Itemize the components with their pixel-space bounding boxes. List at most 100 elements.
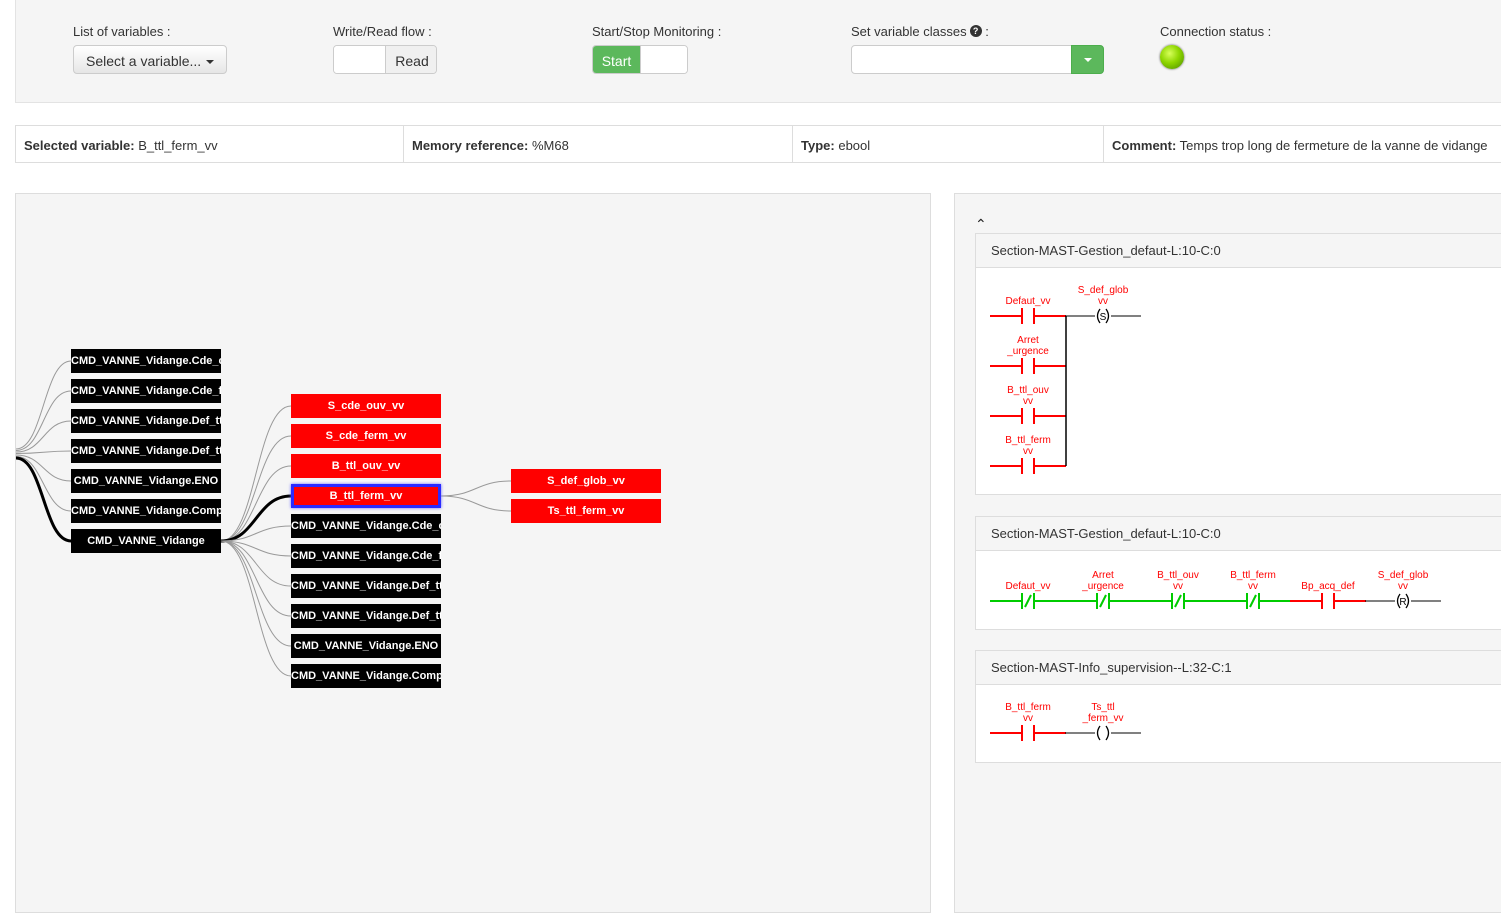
graph-node[interactable]: CMD_VANNE_Vidange.Cde_o (291, 514, 441, 538)
graph-link (220, 465, 292, 542)
graph-node[interactable]: CMD_VANNE_Vidange.Cde_o (71, 349, 221, 373)
monitoring-toggle[interactable]: Start (592, 45, 688, 74)
contact-icon (1099, 594, 1107, 608)
monitoring-label: Start/Stop Monitoring : (592, 24, 722, 39)
caret-down-icon (206, 60, 215, 65)
graph-node-selected[interactable]: B_ttl_ferm_vv (291, 484, 441, 508)
ladder-label: Arret (1017, 335, 1039, 346)
comment-label: Comment: (1112, 138, 1177, 153)
flow-toggle[interactable]: Read (333, 45, 437, 74)
graph-link (440, 480, 512, 497)
selected-label: Selected variable: (24, 138, 135, 153)
graph-link (16, 456, 72, 543)
graph-node[interactable]: CMD_VANNE_Vidange.Cde_fe (71, 379, 221, 403)
coil-icon (1105, 725, 1110, 741)
contact-icon (1174, 594, 1182, 608)
graph-link (220, 405, 292, 542)
classes-colon: : (985, 24, 989, 39)
ladder-label: vv (1398, 581, 1408, 592)
section-title: Section-MAST-Gestion_defaut-L:10-C:0 (976, 517, 1501, 551)
variable-select-label: Select a variable... (86, 53, 202, 69)
flow-label: Write/Read flow : (333, 24, 432, 39)
ladder-label: vv (1248, 581, 1258, 592)
graph-link (220, 540, 292, 677)
graph-node[interactable]: CMD_VANNE_Vidange.Compt (71, 499, 221, 523)
selected-value: B_ttl_ferm_vv (138, 138, 218, 153)
graph-link (16, 420, 72, 453)
toggle-knob (334, 46, 386, 73)
graph-link (220, 525, 292, 542)
monitoring-value: Start (593, 46, 640, 73)
graph-node[interactable]: CMD_VANNE_Vidange.Def_ttl (291, 574, 441, 598)
memory-label: Memory reference: (412, 138, 529, 153)
ladder-label: Ts_ttl (1091, 702, 1114, 713)
graph-links (16, 360, 512, 677)
ladder-label: Defaut_vv (1005, 296, 1050, 307)
variables-label: List of variables : (73, 24, 171, 39)
info-type: Type: ebool (793, 126, 1104, 162)
graph-node[interactable]: CMD_VANNE_Vidange.Cde_fe (291, 544, 441, 568)
coil-icon (1096, 725, 1101, 741)
graph-link (220, 435, 292, 542)
ladder-label: vv (1173, 581, 1183, 592)
coil-icon (1105, 308, 1110, 324)
ladder-label: vv (1023, 396, 1033, 407)
graph-link (440, 495, 512, 512)
graph-node[interactable]: CMD_VANNE_Vidange.ENO (291, 634, 441, 658)
connection-label: Connection status : (1160, 24, 1272, 39)
ladder-label: _urgence (1081, 581, 1124, 592)
collapse-icon[interactable]: ⌃ (975, 216, 987, 232)
graph-node[interactable]: S_cde_ouv_vv (291, 394, 441, 418)
graph-link (220, 494, 292, 543)
graph-link (16, 360, 72, 450)
graph-link (220, 540, 292, 557)
section-title: Section-MAST-Gestion_defaut-L:10-C:0 (976, 234, 1501, 268)
ladder-section-3: Section-MAST-Info_supervision--L:32-C:1 … (975, 650, 1501, 763)
graph-node[interactable]: CMD_VANNE_Vidange (71, 529, 221, 553)
coil-letter: R (1399, 597, 1406, 608)
classes-label: Set variable classes (851, 24, 967, 39)
graph-node[interactable]: CMD_VANNE_Vidange.Def_ttl (71, 439, 221, 463)
classes-label-wrap: Set variable classes? : (851, 24, 989, 39)
flow-value: Read (386, 46, 436, 73)
graph-node[interactable]: CMD_VANNE_Vidange.Def_ttl (291, 604, 441, 628)
ladder-label: Bp_acq_def (1301, 581, 1355, 592)
ladder-label: _urgence (1006, 346, 1049, 357)
info-comment: Comment: Temps trop long de fermeture de… (1104, 126, 1501, 162)
graph-node[interactable]: CMD_VANNE_Vidange.Def_ttl (71, 409, 221, 433)
control-panel (15, 0, 1501, 103)
graph-node[interactable]: CMD_VANNE_Vidange.Compt (291, 664, 441, 688)
graph-link (16, 456, 72, 512)
ladder-label: B_ttl_ferm (1005, 702, 1051, 713)
graph-link (220, 540, 292, 647)
connection-status-led (1160, 45, 1184, 69)
graph-link (220, 540, 292, 587)
graph-link (220, 540, 292, 617)
ladder-label: B_ttl_ouv (1157, 570, 1199, 581)
toggle-knob (640, 46, 687, 73)
graph-node[interactable]: B_ttl_ouv_vv (291, 454, 441, 478)
help-icon[interactable]: ? (969, 25, 982, 37)
variable-info-bar: Selected variable: B_ttl_ferm_vv Memory … (15, 125, 1501, 163)
classes-dropdown-button[interactable] (1071, 45, 1104, 74)
ladder-section-2: Section-MAST-Gestion_defaut-L:10-C:0 Def… (975, 516, 1501, 630)
graph-node[interactable]: S_def_glob_vv (511, 469, 661, 493)
ladder-label: vv (1023, 446, 1033, 457)
ladder-label: B_ttl_ouv (1007, 385, 1049, 396)
info-memory: Memory reference: %M68 (404, 126, 793, 162)
ladder-label: Arret (1092, 570, 1114, 581)
variable-classes-select[interactable] (851, 45, 1104, 74)
graph-link (16, 454, 72, 482)
variable-select-dropdown[interactable]: Select a variable... (73, 45, 227, 74)
ladder-label: Defaut_vv (1005, 581, 1050, 592)
graph-node[interactable]: CMD_VANNE_Vidange.ENO (71, 469, 221, 493)
graph-node[interactable]: Ts_ttl_ferm_vv (511, 499, 661, 523)
ladder-label: S_def_glob (1378, 570, 1429, 581)
graph-node[interactable]: S_cde_ferm_vv (291, 424, 441, 448)
type-label: Type: (801, 138, 835, 153)
contact-icon (1024, 594, 1032, 608)
coil-letter: S (1100, 312, 1107, 323)
coil-icon (1096, 308, 1101, 324)
ladder-section-1: Section-MAST-Gestion_defaut-L:10-C:0 Def… (975, 233, 1501, 495)
